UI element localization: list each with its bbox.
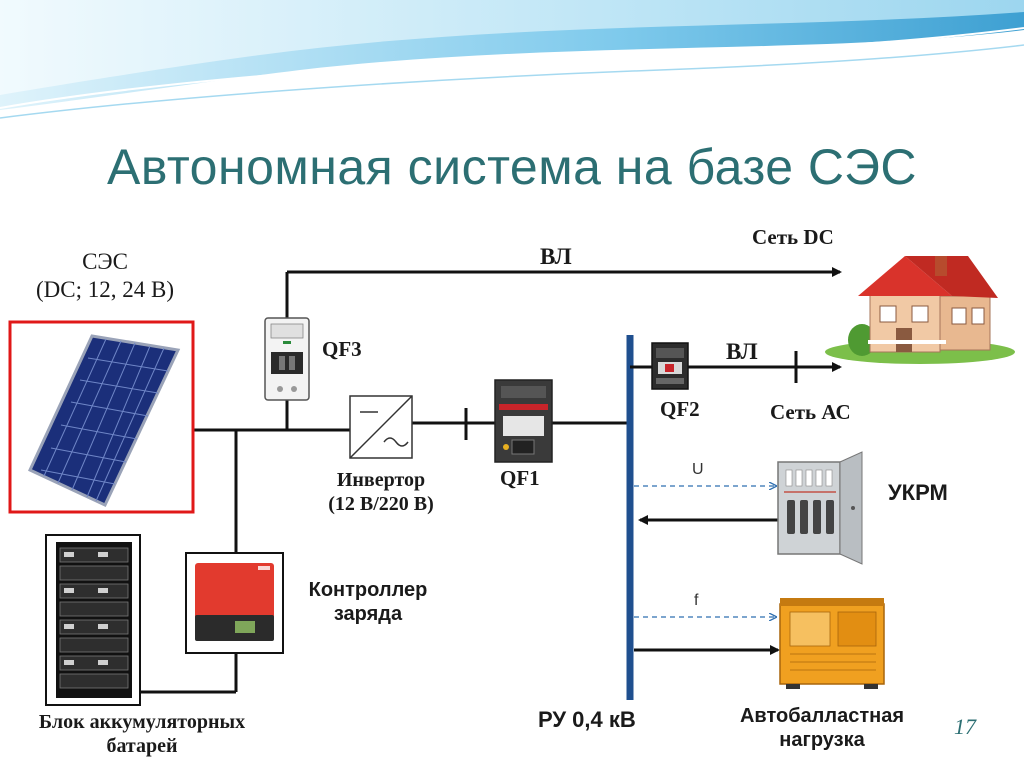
inverter-label-line2: (12 В/220 В) [328,493,434,515]
battery-label: Блок аккумуляторных батарей [0,710,284,758]
autoballast-label-line1: Автобалластная [739,705,905,727]
charge-controller-icon [185,552,284,654]
autoballast-label-line2: нагрузка [779,729,865,751]
controller-label-line2: заряда [333,603,403,625]
ses-label: СЭС (DC; 12, 24 В) [30,248,180,303]
vl-mid-label: ВЛ [726,339,758,364]
inverter-label: Инвертор (12 В/220 В) [306,468,456,516]
set-dc-label: Сеть DC [752,225,834,249]
qf2-breaker-icon [651,342,689,390]
battery-label-line2: батарей [106,735,178,757]
controller-label-line1: Контроллер [308,579,428,601]
ru-label: РУ 0,4 кВ [538,707,636,732]
ukrm-label: УКРМ [888,480,948,505]
ses-label-line1: СЭС [82,249,128,274]
ses-label-line2: (DC; 12, 24 В) [36,276,174,302]
qf1-label: QF1 [500,466,540,490]
qf3-breaker-icon [264,317,310,401]
page-number: 17 [954,714,976,739]
page-title: Автономная система на базе СЭС [107,139,917,195]
controller-label: Контроллер заряда [288,578,448,626]
f-signal-label: f [694,592,699,609]
qf3-label: QF3 [322,337,362,361]
battery-label-line1: Блок аккумуляторных [38,711,246,733]
capacitor-cabinet-icon [777,451,863,565]
inverter-icon [349,395,413,459]
ballast-load-icon [779,598,885,689]
solar-panel-icon [8,320,195,514]
inverter-label-line1: Инвертор [336,469,426,491]
qf1-breaker-icon [494,379,553,463]
autoballast-label: Автобалластная нагрузка [712,704,932,752]
qf2-label: QF2 [660,397,700,421]
house-icon [825,256,1015,364]
battery-rack-icon [45,534,141,706]
u-signal-label: U [692,461,704,478]
vl-top-label: ВЛ [540,244,572,269]
wave-header [0,0,1024,119]
set-ac-label: Сеть АС [770,400,851,424]
